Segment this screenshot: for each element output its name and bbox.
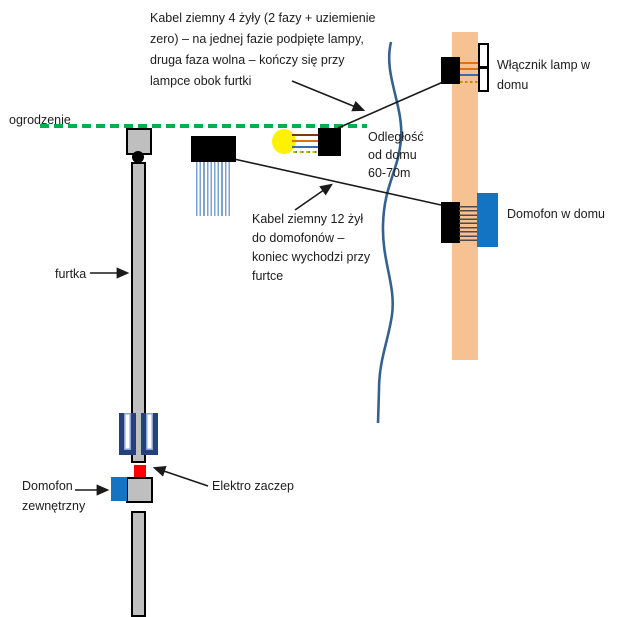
house-wall bbox=[452, 32, 478, 360]
ogrodzenie-label: ogrodzenie bbox=[9, 113, 71, 127]
lamp-switch-bottom bbox=[478, 67, 489, 92]
elektro-zaczep-label: Elektro zaczep bbox=[212, 479, 294, 493]
domofon-zewnetrzny-label: Domofon zewnętrzny bbox=[22, 479, 86, 513]
lamp-junction-box bbox=[318, 128, 341, 156]
elektro-zaczep-pointer-arrow bbox=[152, 466, 209, 487]
cable-12-core-strands bbox=[196, 162, 232, 216]
furtka-label: furtka bbox=[55, 267, 87, 281]
gate-junction-box bbox=[191, 136, 236, 162]
indoor-intercom-box bbox=[477, 193, 498, 247]
kabel12-pointer-arrow bbox=[294, 183, 333, 211]
electric-strike bbox=[134, 465, 146, 478]
gate-post-upper bbox=[131, 162, 146, 463]
kabel12-label: Kabel ziemny 12 żył do domofonów – konie… bbox=[252, 212, 371, 283]
switch-junction-box bbox=[441, 57, 460, 84]
lock-box bbox=[126, 477, 153, 503]
gate-post-lower bbox=[131, 511, 146, 617]
lamp-wire-ground bbox=[293, 151, 319, 153]
domofon-w-domu-label: Domofon w domu bbox=[507, 207, 605, 221]
switch-wire-blue bbox=[460, 74, 479, 76]
u-bracket-right bbox=[141, 413, 158, 455]
house-junction-box bbox=[441, 202, 460, 243]
wlacznik-label: Włącznik lamp w domu bbox=[497, 58, 591, 92]
gate-post-cap bbox=[126, 128, 152, 155]
outdoor-intercom-box bbox=[111, 477, 127, 501]
through-wall-wires bbox=[459, 204, 478, 241]
lamp-wire-blue bbox=[292, 146, 319, 148]
switch-wire-orange-1 bbox=[460, 62, 479, 64]
u-bracket-left bbox=[119, 413, 136, 455]
lamp-wire-brown bbox=[292, 134, 319, 136]
switch-wire-dotted bbox=[460, 81, 482, 83]
lamp-wire-orange bbox=[292, 140, 319, 142]
gate-hinge-dot bbox=[132, 151, 144, 163]
odleglosc-label: Odległość od domu 60-70m bbox=[368, 130, 424, 180]
distance-squiggle bbox=[376, 41, 403, 424]
switch-wire-orange-2 bbox=[460, 68, 479, 70]
lamp-switch-top bbox=[478, 43, 489, 68]
fence-dashed-line bbox=[40, 124, 367, 128]
kabel4-label: Kabel ziemny 4 żyły (2 fazy + uziemienie… bbox=[150, 11, 376, 88]
